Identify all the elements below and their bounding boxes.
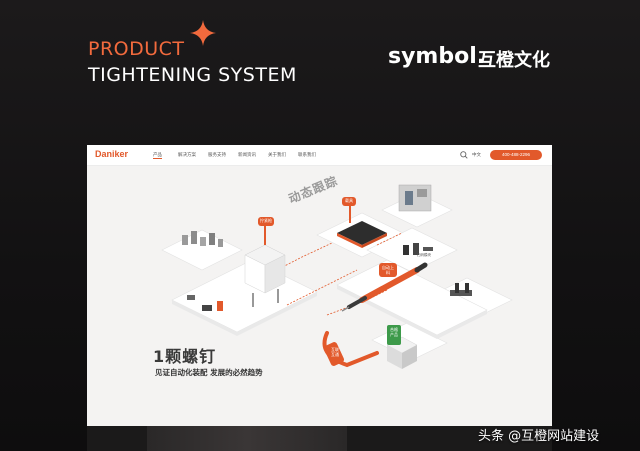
- tag-interconnect-bg: [323, 342, 345, 366]
- carrier-plate: [337, 205, 387, 248]
- hero-subheading: 见证自动化装配 发展的必然趋势: [155, 368, 263, 377]
- tag-tighten: 拧紧枪: [260, 218, 272, 223]
- tag-scan: 扫码模块: [417, 253, 431, 257]
- tag-carrier: 载具: [345, 198, 353, 203]
- brand-logo: symbol.: [388, 44, 486, 69]
- robot-cell: [398, 184, 432, 212]
- tag-quality: 合格产品: [390, 327, 398, 337]
- gripper-unit: [450, 283, 472, 296]
- scanner-module: [403, 243, 433, 255]
- tool-cluster: [182, 231, 223, 247]
- language-selector[interactable]: 中文: [472, 152, 481, 157]
- slide-title-product: PRODUCT: [88, 38, 185, 60]
- isometric-scene: [161, 184, 513, 369]
- fixture-cluster: [187, 295, 223, 311]
- screwdriver-tool: [341, 262, 428, 312]
- platform-tools: [161, 229, 243, 271]
- brand-logo-cn: 互橙文化: [478, 50, 550, 71]
- tag-interconnect: 互联互通: [331, 347, 339, 357]
- tag-quality-bg: [387, 325, 401, 345]
- site-navbar: Daniker 产品 解决方案 服务支持 新闻资讯 关于我们 联系我们 中文 4…: [87, 145, 552, 166]
- nav-item-contact[interactable]: 联系我们: [298, 152, 316, 157]
- hero-heading: 1颗螺钉: [153, 347, 217, 366]
- source-watermark: 头条 @互橙网站建设: [478, 429, 600, 444]
- website-screenshot: Daniker 产品 解决方案 服务支持 新闻资讯 关于我们 联系我们 中文 4…: [87, 145, 552, 426]
- nav-item-news[interactable]: 新闻资讯: [238, 152, 256, 157]
- slide-title-system: TIGHTENING SYSTEM: [88, 64, 297, 86]
- site-logo[interactable]: Daniker: [95, 149, 129, 159]
- sparkle-icon: [190, 20, 216, 46]
- search-icon[interactable]: [459, 150, 469, 160]
- nav-item-about[interactable]: 关于我们: [268, 152, 286, 157]
- tag-auto: 自动上料: [382, 265, 394, 275]
- phone-button[interactable]: 400-488-2296: [490, 150, 542, 160]
- nav-item-solutions[interactable]: 解决方案: [178, 152, 196, 157]
- nav-item-support[interactable]: 服务支持: [208, 152, 226, 157]
- tag-auto-bg: [379, 263, 397, 277]
- tightening-machine: [244, 225, 286, 307]
- tag-carrier-bg: [342, 197, 356, 206]
- nav-item-products[interactable]: 产品: [153, 152, 162, 159]
- tag-tighten-bg: [258, 217, 274, 226]
- next-section-preview: [87, 426, 552, 451]
